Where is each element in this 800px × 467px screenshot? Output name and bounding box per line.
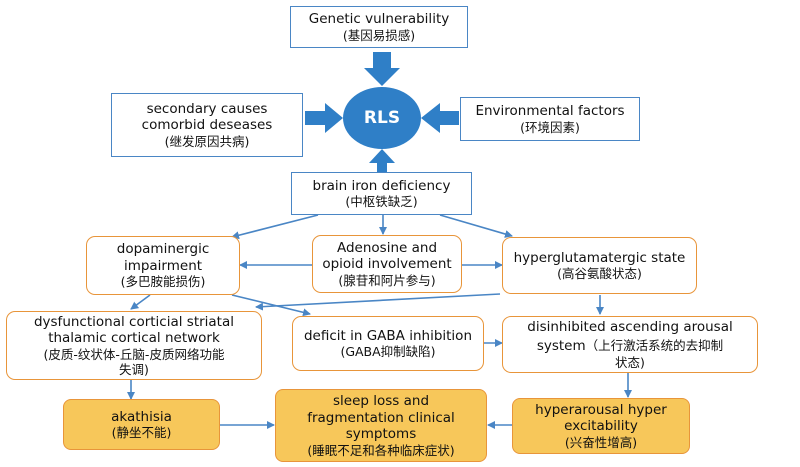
adenosine-cn: (腺苷和阿片参与) <box>338 272 436 288</box>
dysfunctional-network-node: dysfunctional corticial striatal thalami… <box>6 311 262 380</box>
disinhibited-cn2: 状态) <box>615 354 645 370</box>
hyperglutamatergic-cn: (高谷氨酸状态) <box>557 266 642 282</box>
gaba-deficit-node: deficit in GABA inhibition (GABA抑制缺陷) <box>292 316 484 371</box>
block-arrow-environmental-to-rls <box>421 103 459 133</box>
gaba-cn: (GABA抑制缺陷) <box>340 344 436 360</box>
akathisia-cn: (静坐不能) <box>111 425 172 441</box>
hyperarousal-en2: excitability <box>564 418 638 435</box>
adenosine-en2: opioid involvement <box>322 256 452 273</box>
dopaminergic-en2: impairment <box>123 257 203 274</box>
genetic-en: Genetic vulnerability <box>308 11 450 28</box>
hyperarousal-cn: (兴奋性增高) <box>564 434 638 450</box>
secondary-en1: secondary causes <box>146 100 268 117</box>
sleep-loss-node: sleep loss and fragmentation clinical sy… <box>275 389 487 462</box>
sleep-loss-en1: sleep loss and <box>332 393 430 410</box>
akathisia-node: akathisia (静坐不能) <box>63 399 220 450</box>
gaba-en: deficit in GABA inhibition <box>303 327 472 344</box>
secondary-causes-node: secondary causes comorbid deseases (继发原因… <box>111 93 303 157</box>
hyperarousal-en1: hyperarousal hyper <box>535 401 667 418</box>
arrow-dopaminergic-to-dysfunctional <box>130 294 151 310</box>
dysfunctional-cn2: 失调) <box>119 361 149 377</box>
block-arrow-secondary-to-rls <box>305 103 343 133</box>
dysfunctional-cn1: (皮质-纹状体-丘脑-皮质网络功能 <box>43 346 225 362</box>
dopaminergic-cn: (多巴胺能损伤) <box>120 274 206 290</box>
dysfunctional-en2: thalamic cortical network <box>48 330 220 347</box>
hyperglutamatergic-en: hyperglutamatergic state <box>513 249 686 266</box>
environmental-en: Environmental factors <box>475 103 625 120</box>
secondary-en2: comorbid deseases <box>141 117 273 134</box>
arrow-iron-to-hyperglutamatergic <box>439 214 513 238</box>
disinhibited-cn-inline: （上行激活系统的去抑制 <box>585 338 724 354</box>
block-arrow-genetic-to-rls <box>364 52 400 86</box>
sleep-loss-cn: (睡眠不足和各种临床症状) <box>307 442 455 458</box>
brain-iron-en: brain iron deficiency <box>312 177 451 194</box>
brain-iron-deficiency-node: brain iron deficiency (中枢铁缺乏) <box>291 172 472 215</box>
secondary-cn: (继发原因共病) <box>164 133 250 149</box>
block-arrow-brain-iron-to-rls <box>369 149 395 172</box>
brain-iron-cn: (中枢铁缺乏) <box>345 194 418 210</box>
rls-node: RLS <box>343 87 421 149</box>
sleep-loss-en3: symptoms <box>345 426 417 443</box>
environmental-cn: (环境因素) <box>520 119 580 135</box>
adenosine-opioid-node: Adenosine and opioid involvement (腺苷和阿片参… <box>312 235 462 293</box>
rls-label: RLS <box>363 108 401 128</box>
arrow-iron-to-dopaminergic <box>231 214 319 240</box>
disinhibited-en1: disinhibited ascending arousal <box>527 318 733 335</box>
dopaminergic-impairment-node: dopaminergic impairment (多巴胺能损伤) <box>86 236 240 295</box>
genetic-cn: (基因易损感) <box>342 27 416 43</box>
environmental-factors-node: Environmental factors (环境因素) <box>460 97 640 141</box>
dopaminergic-en1: dopaminergic <box>116 241 210 258</box>
hyperglutamatergic-state-node: hyperglutamatergic state (高谷氨酸状态) <box>502 237 697 294</box>
dysfunctional-en1: dysfunctional corticial striatal <box>33 313 235 330</box>
disinhibited-arousal-node: disinhibited ascending arousal system（上行… <box>502 316 758 373</box>
hyperarousal-node: hyperarousal hyper excitability (兴奋性增高) <box>512 398 690 454</box>
sleep-loss-en2: fragmentation clinical <box>307 409 455 426</box>
akathisia-en: akathisia <box>111 408 172 425</box>
arrow-dopaminergic-to-gaba <box>231 294 311 317</box>
disinhibited-en2: system <box>536 338 586 355</box>
adenosine-en1: Adenosine and <box>336 239 438 256</box>
genetic-vulnerability-node: Genetic vulnerability (基因易损感) <box>290 6 468 48</box>
arrow-hyperglutamatergic-to-dysfunctional <box>255 293 501 311</box>
